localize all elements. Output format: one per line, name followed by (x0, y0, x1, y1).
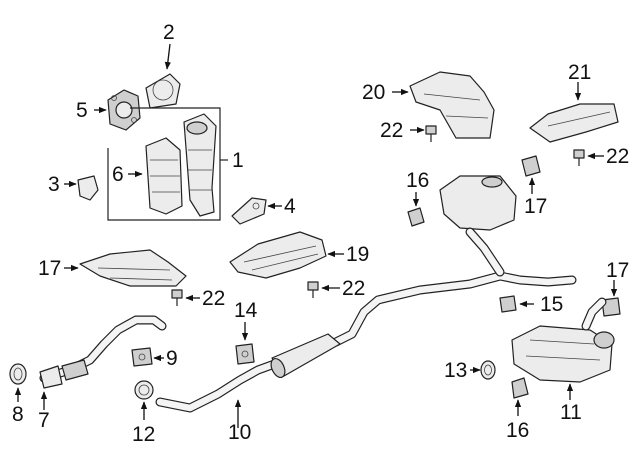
callout-3: 3 (48, 173, 60, 196)
part-11-rear-muffler (511, 297, 615, 400)
callout-16a: 16 (406, 169, 430, 192)
part-21-heat-shield (529, 82, 619, 143)
part-22-bolts (171, 125, 604, 306)
callout-17b: 17 (606, 259, 630, 282)
callout-14: 14 (234, 299, 258, 322)
part-7-front-pipe (39, 315, 167, 410)
callout-18: 17 (38, 257, 62, 280)
callout-22a: 22 (202, 287, 226, 310)
part-13-gasket-ring (470, 360, 496, 380)
part-16-rubber-hangers (407, 192, 529, 416)
callout-19: 19 (346, 243, 370, 266)
callout-9: 9 (166, 347, 178, 370)
callout-16b: 16 (506, 419, 530, 442)
callout-13: 13 (444, 359, 468, 382)
callout-2: 2 (163, 21, 175, 44)
part-19-heat-shield (229, 231, 344, 279)
part-1-catalytic-converter-assembly (107, 107, 228, 221)
callout-21: 21 (568, 61, 592, 84)
part-15-rubber-hanger (499, 295, 534, 313)
part-17-rubber-mounts (521, 155, 621, 317)
part-12-gasket-ring (134, 380, 154, 420)
callout-5: 5 (76, 99, 88, 122)
callout-20: 20 (362, 81, 386, 104)
part-4-stay (231, 197, 282, 225)
callout-8: 8 (12, 403, 24, 426)
part-2-gasket (145, 43, 181, 109)
part-20-heat-shield (392, 71, 495, 139)
callout-22d: 22 (606, 145, 630, 168)
part-5-flange (94, 89, 141, 131)
callout-6: 6 (112, 163, 124, 186)
part-3-bracket (64, 175, 99, 201)
callout-1: 1 (232, 149, 244, 172)
callout-12: 12 (132, 423, 156, 446)
callout-10: 10 (228, 421, 252, 444)
callout-4: 4 (284, 195, 296, 218)
exhaust-pipe-system (155, 175, 577, 428)
part-18-heat-shield (64, 249, 187, 287)
callout-15: 15 (540, 293, 564, 316)
callout-17a: 17 (524, 195, 548, 218)
callout-7: 7 (38, 409, 50, 432)
callout-22c: 22 (380, 119, 404, 142)
callout-22b: 22 (342, 277, 366, 300)
part-8-gasket-ring (9, 363, 27, 402)
part-9-hanger (131, 347, 164, 367)
callout-11: 11 (560, 401, 582, 424)
part-14-rubber-hanger (235, 322, 255, 365)
